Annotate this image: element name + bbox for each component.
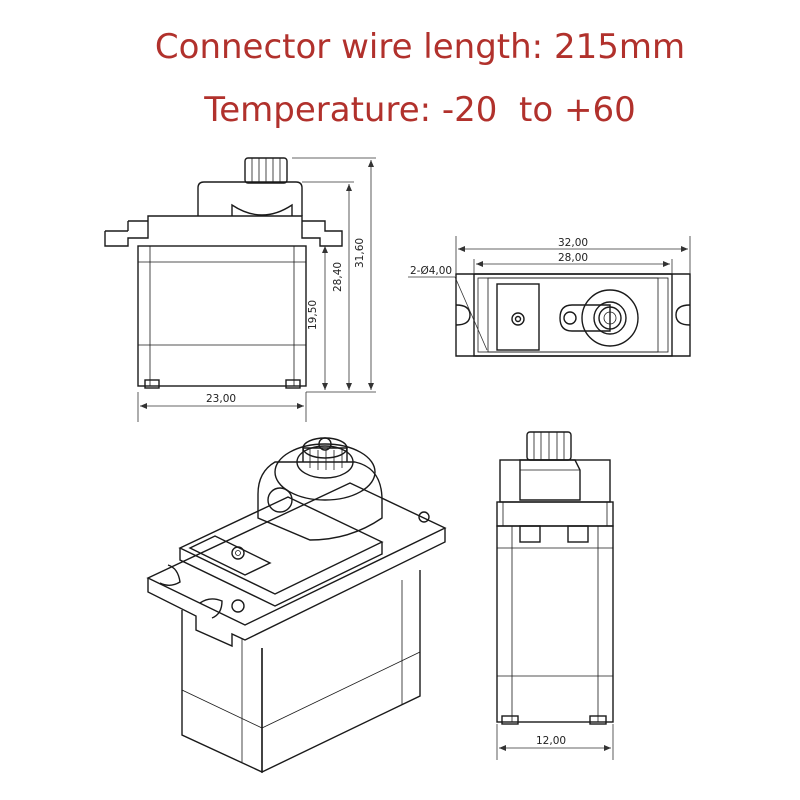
front-body-height-dim: 19,50: [307, 300, 319, 330]
side-width-dim: 12,00: [536, 735, 566, 747]
front-view-drawing: [104, 157, 376, 422]
temperature-range-label: Temperature: -20 to +60: [204, 90, 636, 130]
front-total-height-dim: 31,60: [354, 238, 366, 268]
connector-wire-length-label: Connector wire length: 215mm: [154, 27, 686, 67]
front-width-dim: 23,00: [206, 393, 236, 405]
isometric-view-drawing: [146, 437, 447, 774]
top-holes-dim: 2-Ø4,00: [410, 265, 452, 277]
top-hole-spacing-dim: 28,00: [558, 252, 588, 264]
side-view-drawing: [496, 431, 614, 760]
top-overall-length-dim: 32,00: [558, 237, 588, 249]
front-flange-height-dim: 28,40: [332, 262, 344, 292]
top-view-drawing: [408, 236, 691, 357]
